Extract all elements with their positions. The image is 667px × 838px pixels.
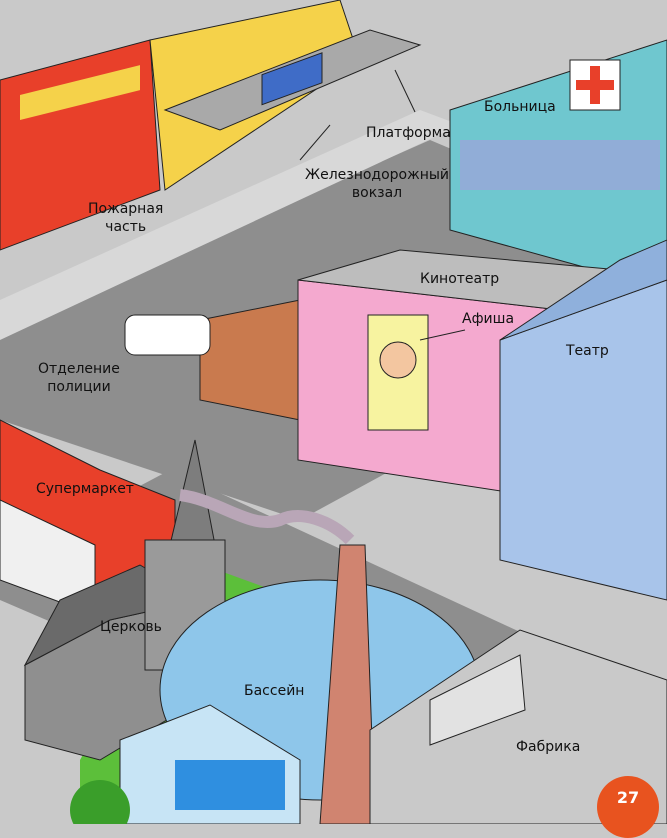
police-car [124, 314, 211, 356]
police-station [199, 299, 301, 421]
label-cinema: Кинотеатр [420, 271, 500, 287]
label-police-line2: полиции [47, 379, 111, 395]
label-fire-station-line1: Пожарная [88, 201, 164, 217]
label-factory: Фабрика [516, 739, 581, 755]
label-pool: Бассейн [244, 683, 305, 699]
label-theatre: Театр [566, 343, 609, 359]
label-fire-station-line2: часть [105, 219, 147, 235]
label-railway-line1: Железнодорожный [305, 167, 450, 183]
bush [70, 780, 130, 824]
label-railway-line2: вокзал [351, 185, 403, 201]
label-police-line1: Отделение [38, 361, 120, 377]
page-number: 27 [597, 776, 659, 838]
factory-chimney [319, 544, 376, 824]
label-fire-station: Пожарная часть [88, 200, 163, 236]
label-poster: Афиша [462, 311, 515, 327]
label-police: Отделение полиции [38, 360, 120, 396]
smoke [179, 489, 355, 545]
label-platform: Платформа [366, 125, 451, 141]
label-hospital: Больница [484, 99, 556, 115]
label-supermarket: Супермаркет [36, 481, 134, 497]
pavement-top [0, 110, 460, 340]
label-railway-station: Железнодорожный вокзал [305, 166, 449, 202]
factory [369, 629, 667, 824]
label-church: Церковь [100, 619, 162, 635]
